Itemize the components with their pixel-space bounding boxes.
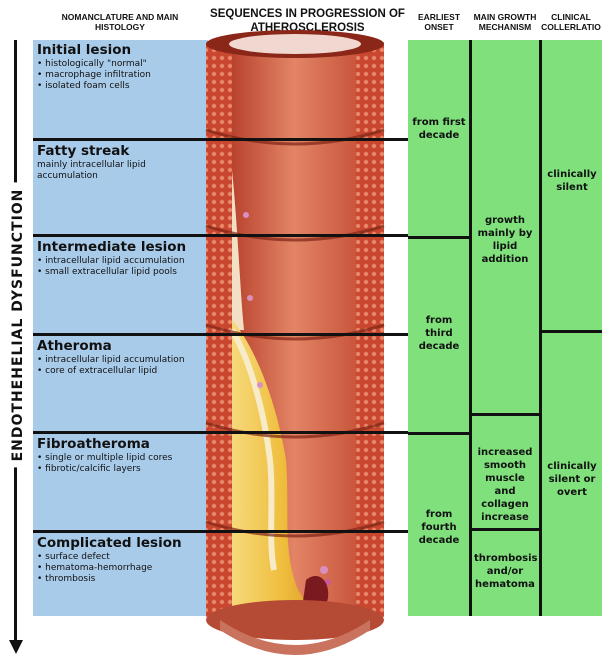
- header-nomenclature: NOMANCLATURE AND MAIN HISTOLOGY: [45, 12, 195, 32]
- growth-divider: [469, 413, 542, 416]
- onset-fourth-decade: from fourth decade: [412, 508, 466, 547]
- foam-cell: [320, 566, 328, 574]
- foam-cell: [247, 295, 253, 301]
- header-growth: MAIN GROWTH MECHANISM: [470, 12, 540, 32]
- foam-cell: [257, 382, 263, 388]
- stage-separator: [33, 138, 409, 141]
- onset-third-decade: from third decade: [412, 314, 466, 353]
- header-onset: EARLIEST ONSET: [410, 12, 468, 32]
- stage-separator: [33, 431, 409, 434]
- onset-divider: [408, 236, 470, 239]
- growth-smooth-muscle-collagen: increased smooth muscle and collagen inc…: [474, 446, 536, 524]
- clinical-divider: [539, 330, 602, 333]
- clinical-silent: clinically silent: [544, 168, 600, 194]
- header-clinical: CLINICAL COLLERLATIO: [540, 12, 602, 32]
- progression-arrowhead-icon: [9, 640, 23, 654]
- clinical-silent-or-overt: clinically silent or overt: [544, 460, 600, 499]
- endothelial-dysfunction-label: ENDOTHEHELIAL DYSFUNCTION: [8, 40, 28, 610]
- foam-cell: [243, 212, 249, 218]
- artery-illustration: [178, 30, 410, 661]
- stage-separator: [33, 530, 409, 533]
- artery-top-opening: [229, 34, 361, 54]
- stage-separator: [33, 234, 409, 237]
- stage-separator: [33, 333, 409, 336]
- growth-divider: [469, 528, 542, 531]
- side-label-text: ENDOTHEHELIAL DYSFUNCTION: [10, 183, 26, 468]
- onset-divider: [408, 432, 470, 435]
- growth-thrombosis-hematoma: thrombosis and/or hematoma: [474, 552, 536, 591]
- growth-lipid-addition: growth mainly by lipid addition: [474, 214, 536, 266]
- onset-first-decade: from first decade: [412, 116, 466, 142]
